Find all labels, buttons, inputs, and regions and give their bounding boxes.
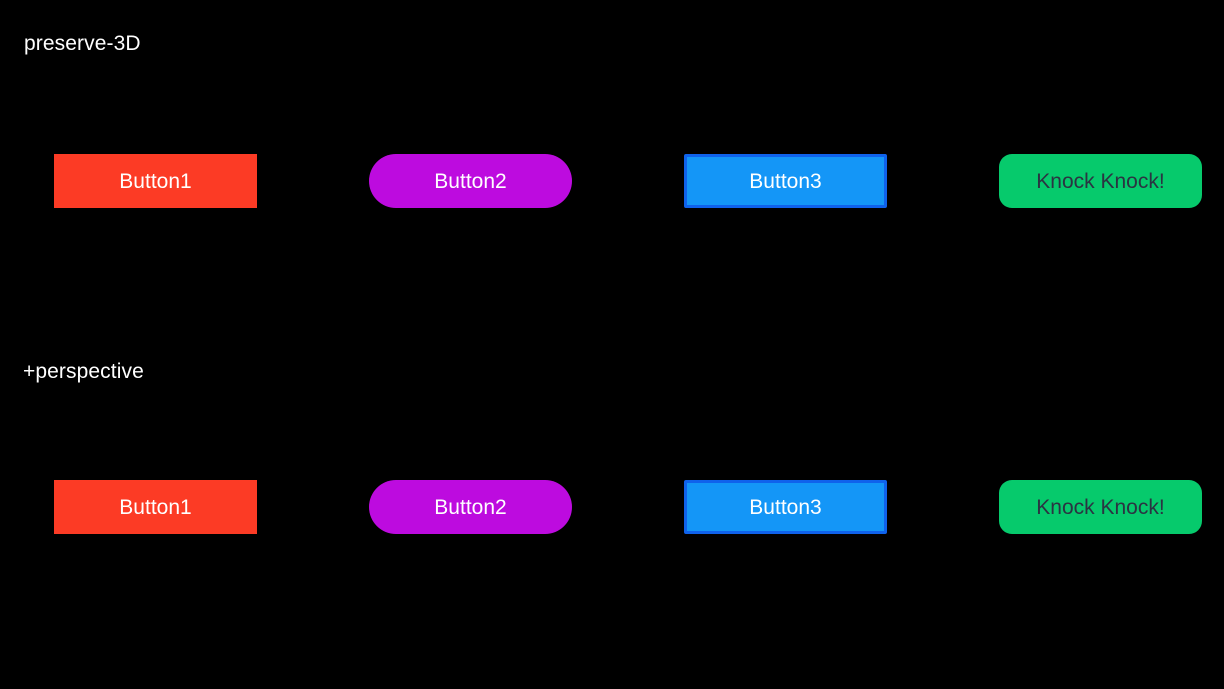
button-1-perspective[interactable]: Button1 [54, 480, 257, 534]
button-3-preserve-3d[interactable]: Button3 [684, 154, 887, 208]
button-row-perspective: Button1 Button2 Button3 Knock Knock! [0, 476, 1224, 538]
section-label-preserve-3d: preserve-3D [24, 32, 141, 55]
button-row-preserve-3d: Button1 Button2 Button3 Knock Knock! [0, 150, 1224, 212]
button-3-perspective[interactable]: Button3 [684, 480, 887, 534]
knock-knock-button-preserve-3d[interactable]: Knock Knock! [999, 154, 1202, 208]
knock-knock-button-perspective[interactable]: Knock Knock! [999, 480, 1202, 534]
button-2-preserve-3d[interactable]: Button2 [369, 154, 572, 208]
button-2-perspective[interactable]: Button2 [369, 480, 572, 534]
section-label-perspective: +perspective [23, 360, 144, 383]
button-1-preserve-3d[interactable]: Button1 [54, 154, 257, 208]
